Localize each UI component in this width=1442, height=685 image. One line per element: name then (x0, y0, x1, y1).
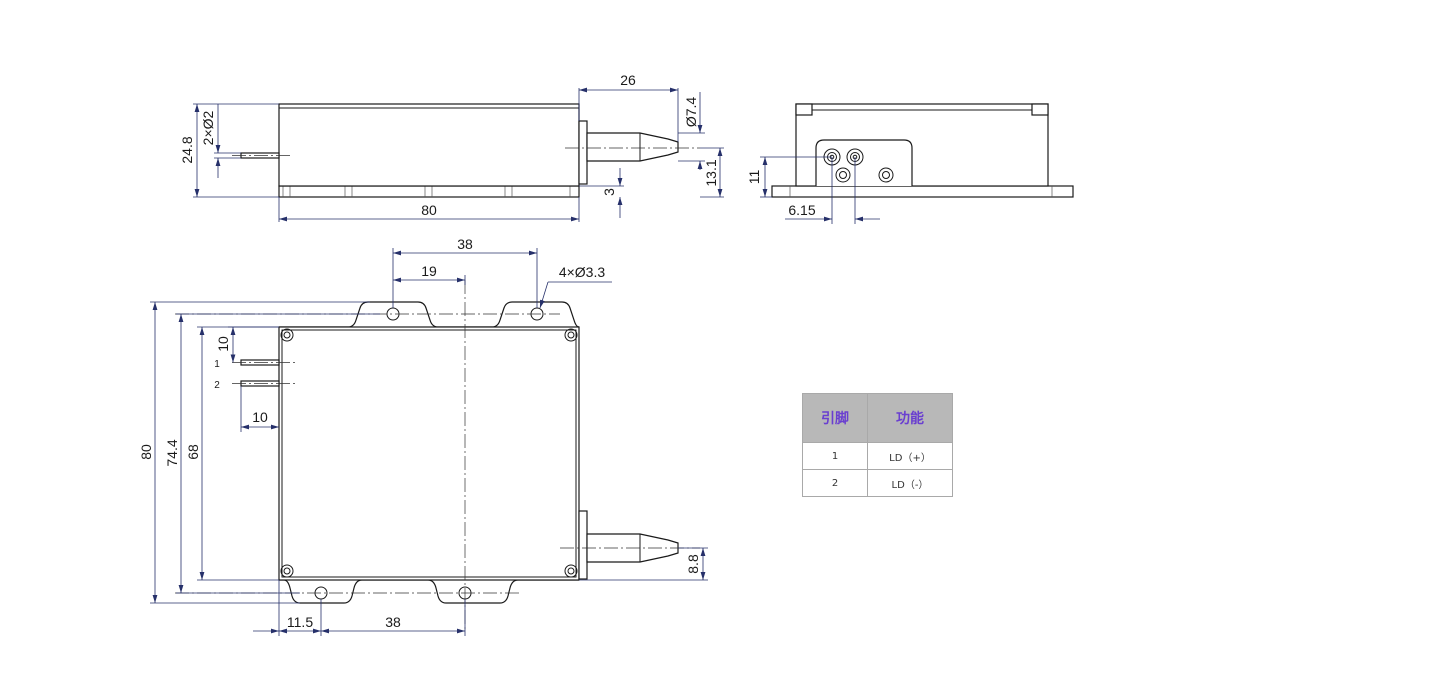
header-pin: 引脚 (802, 393, 868, 443)
side-view-dimensions: 11 6.15 (746, 156, 880, 224)
pin-number: 2 (802, 469, 868, 497)
plan-view: 1 2 (175, 280, 700, 632)
front-view (232, 103, 700, 198)
dim-80-top: 80 (421, 202, 437, 218)
dim-8-8: 8.8 (685, 554, 701, 574)
pin-1-label: 1 (214, 359, 220, 370)
dim-2x-phi-2: 2×Ø2 (200, 110, 216, 145)
dim-68: 68 (185, 444, 201, 460)
header-function: 功能 (867, 393, 953, 443)
dim-6-15: 6.15 (788, 202, 815, 218)
dim-10-horizontal: 10 (252, 409, 268, 425)
dim-38-bottom: 38 (385, 614, 401, 630)
dim-19: 19 (421, 263, 437, 279)
table-row: 2 LD（-） (802, 469, 953, 497)
pin-function: LD（-） (867, 469, 953, 497)
dim-11-5: 11.5 (287, 614, 313, 630)
pin-number: 1 (802, 442, 868, 470)
pin-2-label: 2 (214, 380, 220, 391)
dim-phi-7-4: Ø7.4 (683, 97, 699, 128)
dim-24-8: 24.8 (179, 136, 195, 163)
dim-3: 3 (601, 188, 617, 196)
table-row: 1 LD（+） (802, 442, 953, 470)
dim-38-top: 38 (457, 236, 473, 252)
side-view (771, 103, 1074, 198)
pin-function: LD（+） (867, 442, 953, 470)
dim-4x-phi-3-3: 4×Ø3.3 (559, 264, 606, 280)
dim-26: 26 (620, 72, 636, 88)
front-view-dimensions: 26 Ø7.4 13.1 3 80 24.8 2×Ø2 (179, 72, 724, 222)
dim-13-1: 13.1 (703, 159, 719, 186)
dim-74-4: 74.4 (164, 439, 180, 466)
plan-view-dimensions: 38 19 4×Ø3.3 10 10 80 74.4 68 (138, 236, 708, 636)
dim-80-plan: 80 (138, 444, 154, 460)
dim-11: 11 (746, 170, 762, 185)
dim-10-vertical: 10 (215, 336, 231, 352)
pin-function-table: 引脚 功能 1 LD（+） 2 LD（-） (802, 393, 953, 497)
table-header-row: 引脚 功能 (802, 393, 953, 443)
